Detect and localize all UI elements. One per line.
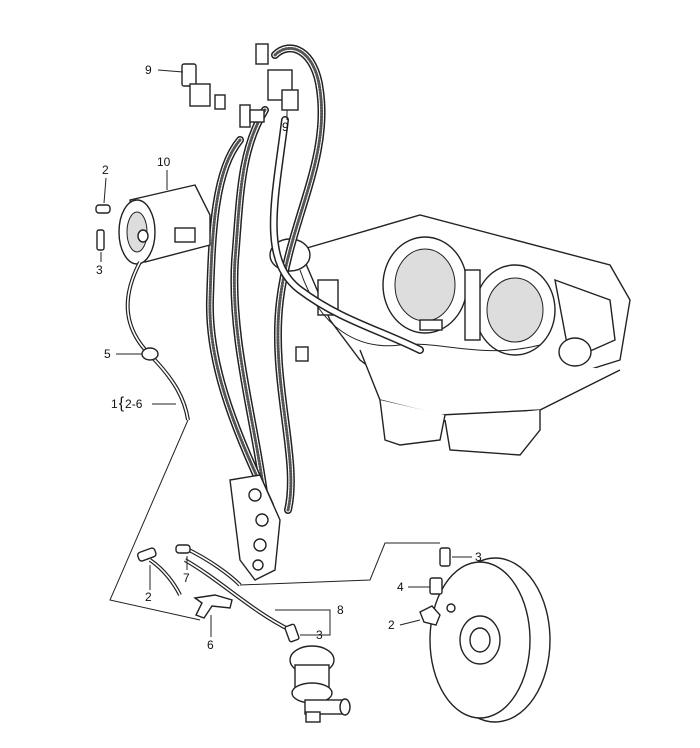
callout-4: 4	[397, 580, 404, 594]
brake-booster	[429, 557, 551, 723]
callout-10: 10	[157, 155, 171, 169]
elbow-2-right	[419, 605, 441, 626]
solenoid-valve-left	[181, 63, 251, 128]
callout-5: 5	[104, 347, 111, 361]
callout-1-range: 2-6	[125, 397, 143, 411]
callout-2-top: 2	[102, 163, 109, 177]
callout-1: 1{2-6	[111, 395, 143, 412]
solenoid-valve-right	[249, 43, 299, 123]
connector-3-top	[96, 229, 105, 251]
callout-9-right: 9	[282, 120, 289, 134]
callout-6: 6	[207, 638, 214, 652]
connector-3-right	[439, 547, 451, 567]
callout-3-right: 3	[475, 550, 482, 564]
callout-8: 8	[337, 603, 344, 617]
assembly-line-right	[239, 542, 440, 586]
heater-blower-assembly	[269, 214, 631, 456]
callout-2-right: 2	[388, 618, 395, 632]
callout-3-top: 3	[96, 263, 103, 277]
callout-7: 7	[183, 571, 190, 585]
callout-2-lower: 2	[145, 590, 152, 604]
mounting-bracket	[229, 474, 281, 581]
leader-lines	[100, 69, 472, 637]
callout-1-number: 1	[111, 397, 118, 411]
vacuum-canister	[118, 184, 211, 265]
vacuum-line	[125, 261, 190, 421]
check-valve	[289, 645, 351, 723]
check-valve-4	[429, 577, 443, 595]
brace-symbol: {	[118, 395, 125, 412]
vacuum-hoses	[205, 44, 424, 514]
callout-9-left: 9	[145, 63, 152, 77]
elbow-2-top	[95, 204, 111, 214]
callout-3-lower: 3	[316, 628, 323, 642]
assembly-line-left	[109, 419, 201, 621]
lower-vacuum-lines	[136, 544, 300, 643]
